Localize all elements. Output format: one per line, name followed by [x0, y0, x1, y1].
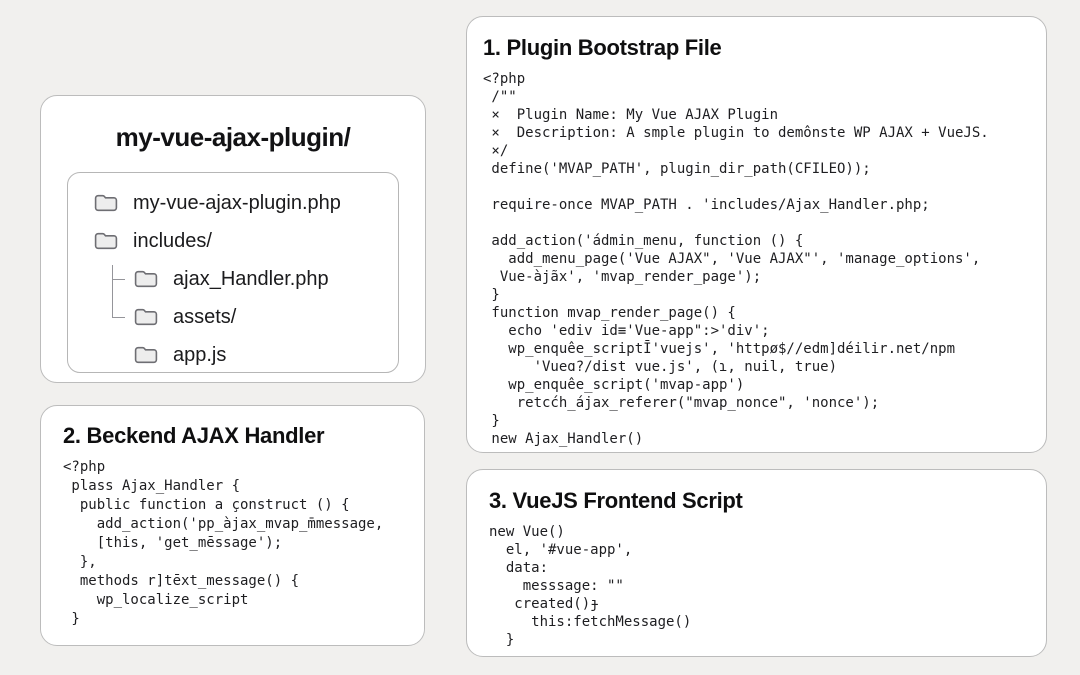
frontend-panel-title: 3. VueJS Frontend Script [489, 488, 743, 513]
plugin-folder-title: my-vue-ajax-plugin/ [115, 122, 351, 152]
tree-connector-end [110, 298, 134, 336]
tree-item-app-js: app.js [110, 336, 398, 374]
backend-panel-title: 2. Beckend AJAX Handler [63, 423, 325, 448]
file-tree-panel: my-vue-ajax-plugin/ my-vue-ajax-plugin.p… [40, 95, 426, 383]
tree-connector-mid [110, 260, 134, 298]
folder-icon [94, 193, 118, 213]
folder-icon [94, 231, 118, 251]
bootstrap-code-block: <?php /"" × Plugin Name: My Vue AJAX Plu… [483, 71, 989, 447]
tree-item-label: app.js [173, 343, 227, 366]
tree-item-label: assets/ [173, 305, 237, 328]
tree-item-label: my-vue-ajax-plugin.php [133, 191, 341, 214]
folder-icon [134, 345, 158, 365]
bootstrap-panel-title: 1. Plugin Bootstrap File [483, 35, 722, 60]
folder-icon [134, 269, 158, 289]
file-tree: my-vue-ajax-plugin.php includes/ ajax_Ha… [67, 172, 399, 373]
tree-item-assets: assets/ [110, 298, 398, 336]
frontend-code-block: new Vue() el, '#vue-app', data: messsage… [489, 524, 692, 648]
backend-ajax-panel: 2. Beckend AJAX Handler <?php plass Ajax… [40, 405, 425, 646]
folder-icon [134, 307, 158, 327]
frontend-script-panel: 3. VueJS Frontend Script new Vue() el, '… [466, 469, 1047, 657]
tree-item-ajax-handler: ajax_Handler.php [110, 260, 398, 298]
tree-item-label: ajax_Handler.php [173, 267, 329, 290]
bootstrap-file-panel: 1. Plugin Bootstrap File <?php /"" × Plu… [466, 16, 1047, 453]
backend-code-block: <?php plass Ajax_Handler { public functi… [63, 459, 384, 627]
tree-item-label: includes/ [133, 229, 212, 252]
tree-indent-spacer [110, 336, 134, 374]
tree-item-includes: includes/ [94, 222, 398, 260]
tree-item-plugin-php: my-vue-ajax-plugin.php [94, 184, 398, 222]
